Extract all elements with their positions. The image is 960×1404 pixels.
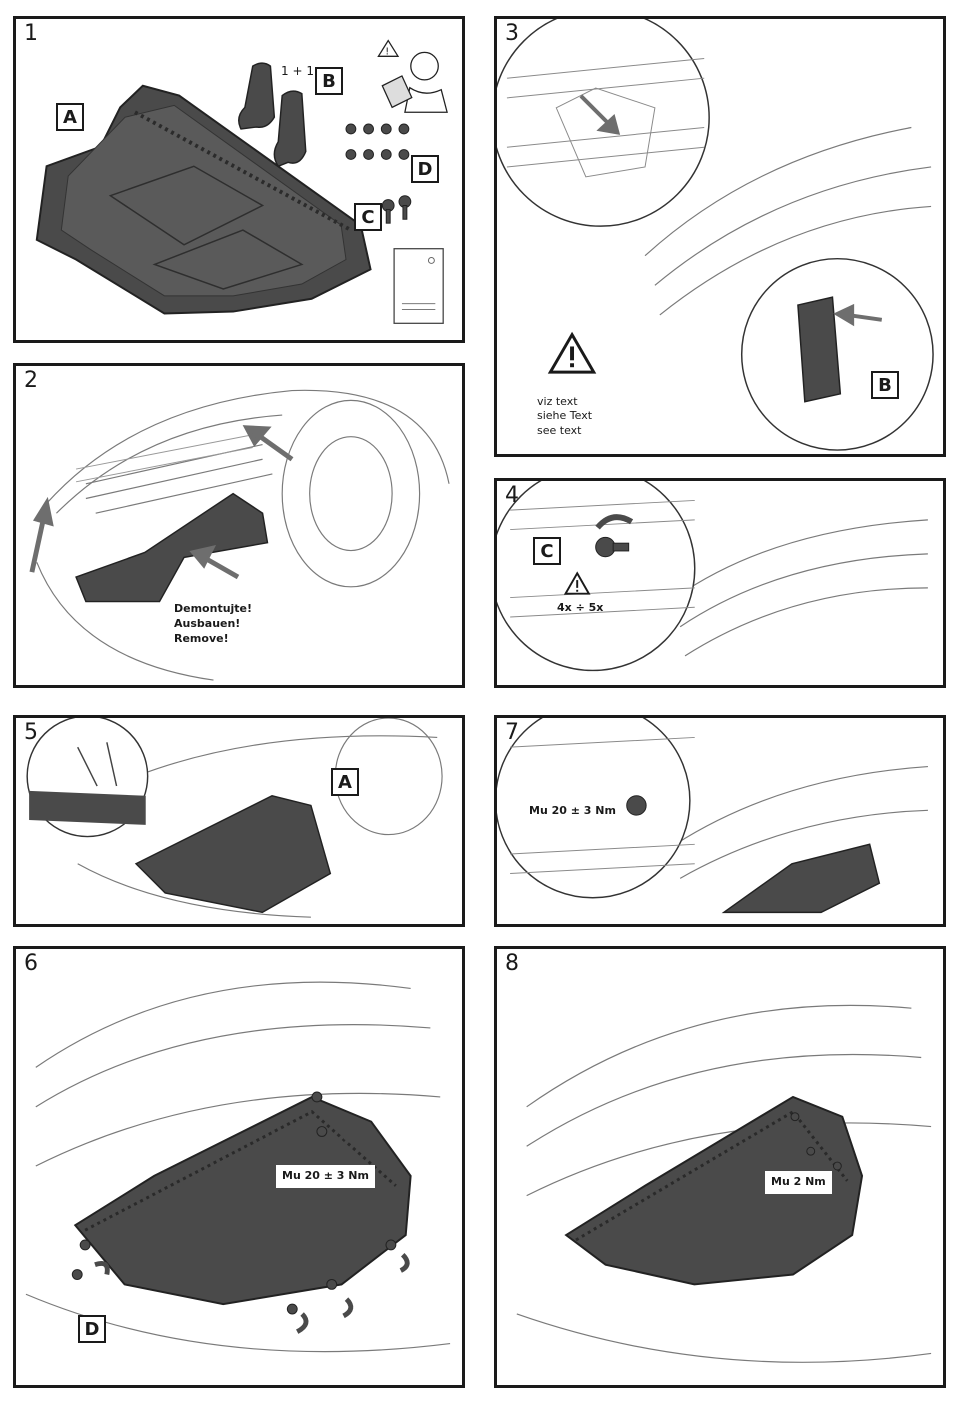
torque-callout: Mu 20 ± 3 Nm <box>523 800 622 823</box>
bolt <box>626 795 647 816</box>
step-number: 2 <box>24 368 38 393</box>
step-6-illustration <box>25 981 451 1353</box>
step-5-panel: 5 A <box>13 715 465 927</box>
bolts-part-c <box>381 195 412 224</box>
label-c: C <box>354 203 382 231</box>
arrow-bottom <box>833 303 883 327</box>
step-7-panel: 7 Mu 20 ± 3 Nm <box>494 715 946 927</box>
step-5-illustration <box>26 718 443 918</box>
underbody-guard-part-a <box>35 84 372 315</box>
guard-a <box>73 1095 412 1306</box>
step-number: 3 <box>505 21 519 46</box>
step-3-panel: 3 B viz text siehe Text see text <box>494 16 946 457</box>
brackets-part-b <box>238 62 307 168</box>
step-6-panel: 6 Mu 20 ± 3 Nm D <box>13 946 465 1388</box>
old-guard <box>75 492 269 603</box>
label-b: B <box>871 371 899 399</box>
label-d: D <box>411 155 439 183</box>
step-8-panel: 8 Mu 2 Nm <box>494 946 946 1388</box>
label-b: B <box>315 67 343 95</box>
detail-zoom-top <box>497 19 710 227</box>
bracket-b <box>797 296 842 403</box>
step-2-illustration <box>29 389 450 681</box>
rotation-arrows <box>94 1114 410 1334</box>
quantity-note: 4x ÷ 5x <box>557 601 604 614</box>
step-3-illustration <box>497 19 934 451</box>
step-8-illustration <box>516 1004 932 1363</box>
warning-icon <box>547 331 597 374</box>
bolts <box>71 1091 397 1315</box>
read-manual-figure: ! <box>377 39 448 113</box>
step-number: 5 <box>24 720 38 745</box>
bolts <box>790 1112 842 1171</box>
guard-a <box>134 794 332 914</box>
step-4-panel: 4 C 4x ÷ 5x <box>494 478 946 688</box>
bolts-part-d <box>345 123 410 160</box>
step-number: 6 <box>24 951 38 976</box>
removal-arrows <box>29 425 294 580</box>
remove-callout: Demontujte! Ausbauen! Remove! <box>168 598 259 651</box>
step-number: 8 <box>505 951 519 976</box>
quantity-label: 1 + 1 <box>281 64 314 78</box>
rotation-arrow <box>595 514 634 530</box>
label-c: C <box>533 537 561 565</box>
detail-zoom <box>497 481 696 672</box>
step-number: 7 <box>505 720 519 745</box>
step-1-illustration: ! <box>35 39 448 324</box>
label-a: A <box>56 103 84 131</box>
step-4-illustration <box>497 481 928 672</box>
guard-a <box>564 1095 864 1286</box>
step-number: 4 <box>505 483 519 508</box>
label-a: A <box>331 768 359 796</box>
step-1-panel: 1 ! <box>13 16 465 343</box>
guard-a <box>721 843 881 914</box>
step-2-panel: 2 Demontujte! Ausbauen! Remove! <box>13 363 465 688</box>
bolt-c <box>595 536 630 558</box>
grille-pattern <box>75 434 253 483</box>
arrow-top <box>579 94 621 135</box>
torque-callout: Mu 20 ± 3 Nm <box>276 1165 375 1188</box>
instruction-sheet <box>393 248 444 324</box>
svg-text:!: ! <box>385 46 389 57</box>
label-d: D <box>78 1315 106 1343</box>
torque-callout: Mu 2 Nm <box>765 1171 832 1194</box>
warning-icon <box>563 571 591 595</box>
see-text-note: viz text siehe Text see text <box>537 395 593 437</box>
step-number: 1 <box>24 21 38 46</box>
